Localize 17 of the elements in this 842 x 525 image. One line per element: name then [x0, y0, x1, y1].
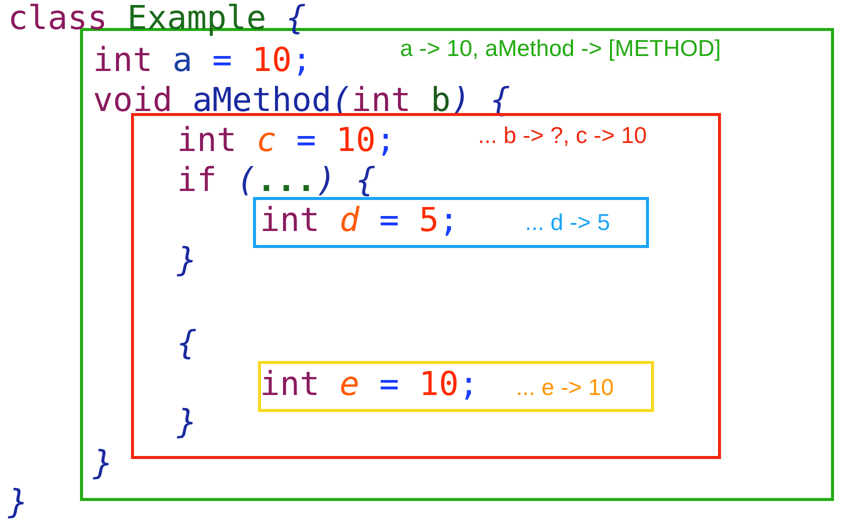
code-line: int e = 10;	[260, 364, 479, 404]
code-line: int d = 5;	[260, 200, 459, 240]
code-line: int c = 10;	[177, 120, 396, 160]
code-line: if (...) {	[177, 160, 376, 200]
code-line: {	[177, 323, 197, 363]
scope-box	[258, 361, 654, 412]
code-line: }	[8, 482, 28, 522]
code-line: }	[177, 240, 197, 280]
scope-annotation: a -> 10, aMethod -> [METHOD]	[400, 34, 721, 62]
scope-annotation: ... e -> 10	[516, 373, 614, 401]
code-line: class Example {	[8, 0, 306, 38]
scope-annotation: ... d -> 5	[525, 208, 610, 236]
code-line: }	[177, 402, 197, 442]
code-line: int a = 10;	[93, 40, 312, 80]
code-line: }	[93, 443, 113, 483]
scope-annotation: ... b -> ?, c -> 10	[478, 121, 647, 149]
scope-box	[253, 197, 649, 248]
